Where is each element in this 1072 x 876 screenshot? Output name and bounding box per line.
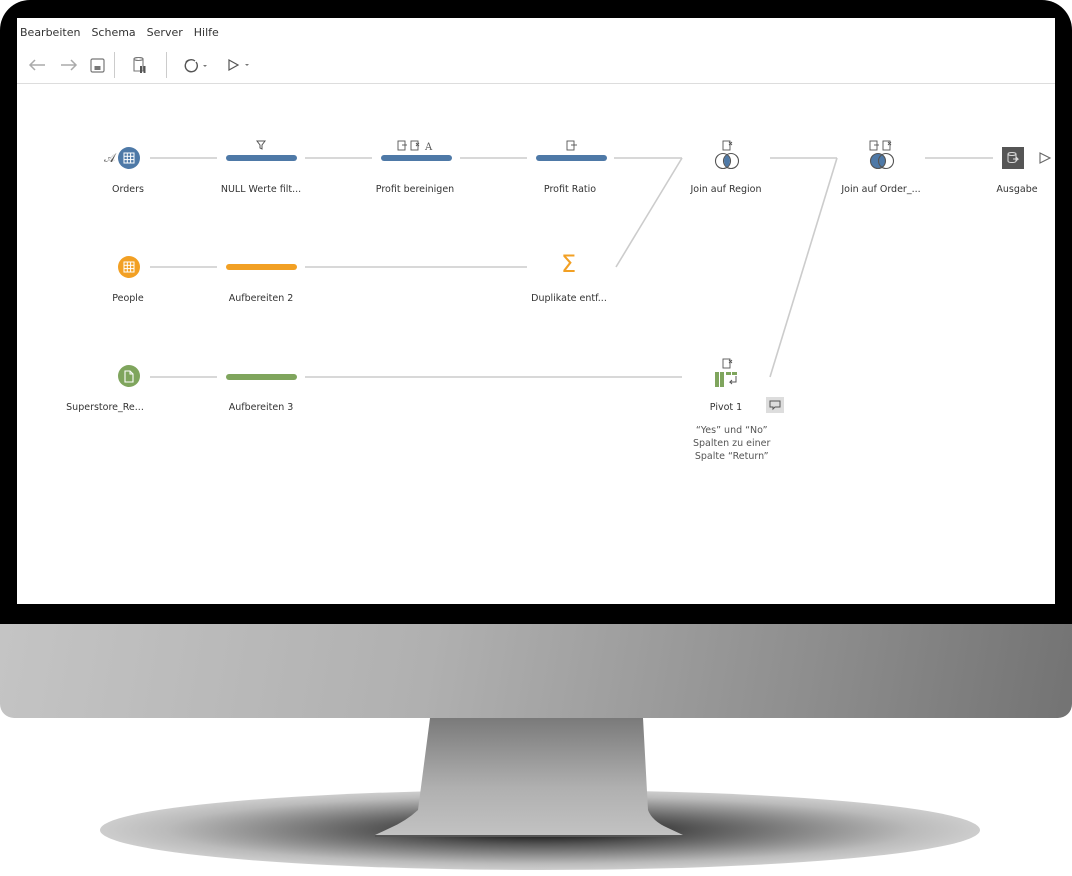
clean-step-bar [226, 155, 297, 161]
output-icon [1002, 147, 1024, 169]
run-icon [228, 58, 249, 72]
node-label: People [112, 293, 144, 304]
run-output-icon[interactable] [1038, 151, 1052, 165]
monitor-chin [0, 624, 1072, 718]
aggregate-sigma-icon: Σ [561, 250, 577, 278]
remove-field-icon [722, 358, 733, 369]
table-icon [118, 147, 140, 169]
clean-step-bar [226, 264, 297, 270]
menu-server[interactable]: Server [146, 25, 183, 39]
node-label: Profit bereinigen [375, 184, 455, 195]
field-change-icons [869, 140, 892, 151]
pivot-note-line: “Yes” und “No” [695, 425, 768, 436]
menu-bar: Bearbeiten Schema Server Hilfe [17, 18, 227, 46]
refresh-icon [184, 59, 207, 73]
forward-button[interactable] [57, 52, 81, 78]
pivot-note-line: Spalten zu einer [693, 438, 771, 449]
node-label: Pivot 1 [709, 402, 743, 413]
filter-icon [256, 140, 266, 150]
node-label: Aufbereiten 2 [228, 293, 294, 304]
remove-field-icon [722, 140, 733, 151]
clean-step-bar [536, 155, 607, 161]
inner-join-icon [714, 152, 740, 170]
add-field-icon [566, 140, 577, 151]
node-label: NULL Werte filt... [220, 184, 302, 195]
node-label: Join auf Region [690, 184, 762, 195]
clean-step-bar [381, 155, 452, 161]
monitor-stand [375, 718, 683, 837]
toolbar-separator [114, 52, 115, 78]
pivot-note: “Yes” und “No” Spalten zu einer Spalte “… [693, 424, 770, 463]
clean-step-bar [226, 374, 297, 380]
database-pause-icon [133, 56, 146, 73]
app-screen: Bearbeiten Schema Server Hilfe [17, 18, 1055, 604]
pivot-note-line: Spalte “Return” [694, 451, 769, 462]
refresh-button[interactable] [180, 52, 210, 78]
back-button[interactable] [25, 52, 49, 78]
svg-text:A: A [424, 142, 433, 151]
toolbar-separator [166, 52, 167, 78]
comment-icon [769, 400, 781, 411]
run-flow-button[interactable] [224, 52, 254, 78]
save-icon [89, 57, 105, 73]
file-icon [118, 365, 140, 387]
left-join-icon [869, 152, 895, 170]
flow-canvas: 𝒜 Orders NULL Werte filt... A Profit ber… [17, 84, 1055, 604]
node-label: Profit Ratio [543, 184, 597, 195]
table-icon [118, 256, 140, 278]
change-icons: A [397, 140, 433, 151]
pause-data-button[interactable] [129, 52, 151, 78]
flow-connectors [150, 157, 993, 378]
menu-hilfe[interactable]: Hilfe [193, 25, 219, 39]
forward-arrow-icon [61, 59, 78, 71]
back-arrow-icon [28, 59, 45, 71]
comment-button[interactable] [766, 397, 784, 413]
rename-icon: 𝒜 [104, 151, 117, 165]
menu-bearbeiten[interactable]: Bearbeiten [20, 25, 81, 39]
node-label: Ausgabe [996, 184, 1038, 195]
save-button[interactable] [87, 52, 107, 78]
node-label: Join auf Order_... [841, 184, 921, 195]
node-label: Aufbereiten 3 [228, 402, 294, 413]
toolbar [17, 48, 1055, 84]
node-label: Duplikate entf... [531, 293, 607, 304]
svg-text:𝒜: 𝒜 [104, 151, 117, 165]
menu-schema[interactable]: Schema [91, 25, 136, 39]
node-label: Superstore_Re... [66, 402, 144, 413]
node-label: Orders [112, 184, 144, 195]
pivot-icon [715, 372, 737, 387]
